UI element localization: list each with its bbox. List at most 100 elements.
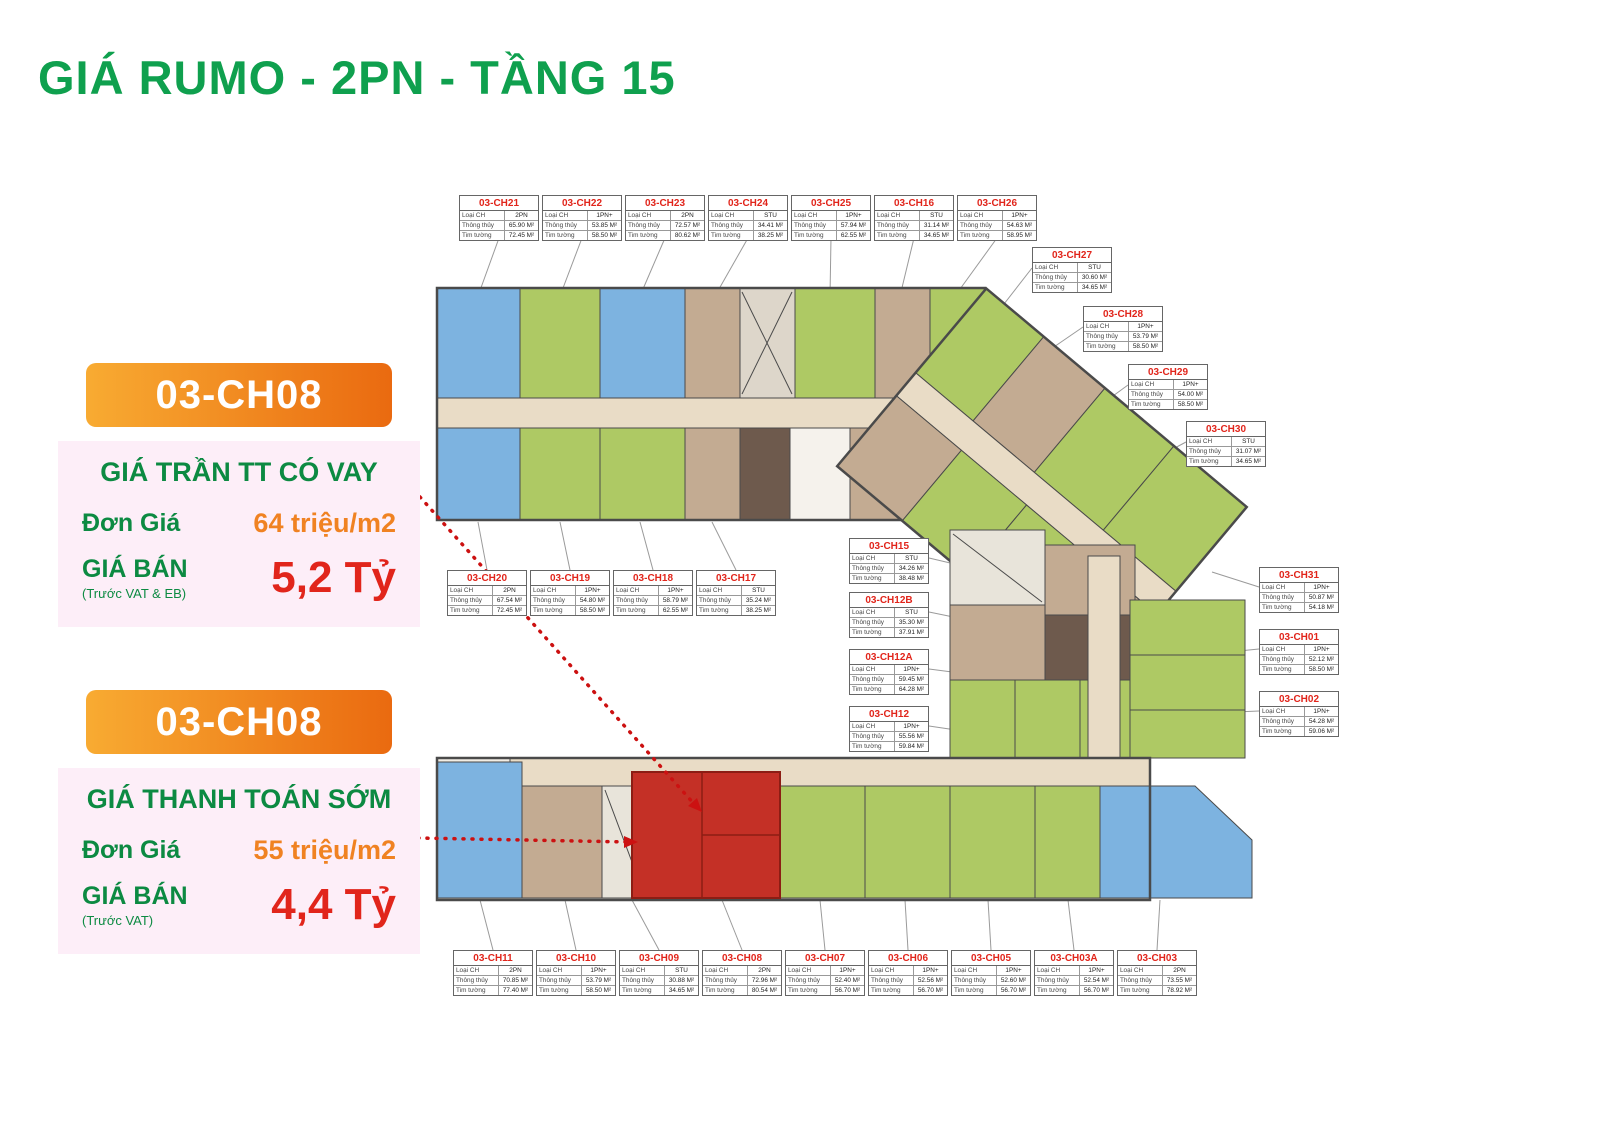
field-key: Loại CH [1129, 380, 1174, 389]
unit-name: 03-CH28 [1084, 307, 1162, 322]
field-value: 52.60 M² [1000, 977, 1027, 984]
field-key: Tim tường [850, 628, 895, 637]
field-key: Tim tường [1084, 342, 1129, 351]
field-value: 38.25 M² [745, 607, 772, 614]
field-value: 80.54 M² [751, 987, 778, 994]
unit-name: 03-CH09 [620, 951, 698, 966]
field-value: 34.65 M² [1081, 284, 1108, 291]
gia-ban-label: GIÁ BÁN [82, 882, 188, 910]
field-value: 1PN+ [1313, 708, 1330, 715]
field-key: Tim tường [1260, 727, 1305, 736]
field-value: 34.65 M² [1235, 458, 1262, 465]
field-key: Thông thủy [958, 221, 1003, 230]
field-value: 62.55 M² [662, 607, 689, 614]
field-key: Loại CH [1035, 966, 1080, 975]
field-value: 73.55 M² [1166, 977, 1193, 984]
don-gia-value: 64 triệu/m2 [253, 508, 396, 538]
field-key: Tim tường [786, 986, 831, 995]
field-value: 1PN+ [584, 587, 601, 594]
gia-ban-row: GIÁ BÁN (Trước VAT) 4,4 Tỷ [82, 880, 396, 930]
field-value: 35.30 M² [898, 619, 925, 626]
field-value: 37.91 M² [898, 629, 925, 636]
field-key: Loại CH [620, 966, 665, 975]
unit-name: 03-CH25 [792, 196, 870, 211]
field-key: Loại CH [850, 722, 895, 731]
field-key: Thông thủy [448, 596, 493, 605]
promo-body: GIÁ THANH TOÁN SỚM Đơn Giá 55 triệu/m2 G… [58, 768, 420, 954]
field-value: 1PN+ [1011, 212, 1028, 219]
field-key: Tim tường [869, 986, 914, 995]
field-key: Loại CH [454, 966, 499, 975]
field-key: Loại CH [1084, 322, 1129, 331]
field-value: 52.56 M² [917, 977, 944, 984]
field-value: 2PN [681, 212, 694, 219]
field-key: Thông thủy [786, 976, 831, 985]
field-value: 2PN [758, 967, 771, 974]
field-value: 58.50 M² [585, 987, 612, 994]
field-key: Loại CH [786, 966, 831, 975]
field-value: 1PN+ [903, 723, 920, 730]
field-key: Tim tường [614, 606, 659, 615]
field-value: 54.63 M² [1006, 222, 1033, 229]
field-key: Tim tường [703, 986, 748, 995]
field-key: Tim tường [454, 986, 499, 995]
unit-name: 03-CH05 [952, 951, 1030, 966]
field-value: 52.54 M² [1083, 977, 1110, 984]
field-value: 57.94 M² [840, 222, 867, 229]
field-key: Thông thủy [620, 976, 665, 985]
field-value: 34.41 M² [757, 222, 784, 229]
field-key: Tim tường [460, 231, 505, 240]
field-value: 53.79 M² [585, 977, 612, 984]
field-value: 72.45 M² [496, 607, 523, 614]
field-value: 1PN+ [839, 967, 856, 974]
unit-name: 03-CH02 [1260, 692, 1338, 707]
unit-name: 03-CH10 [537, 951, 615, 966]
field-key: Thông thủy [850, 732, 895, 741]
field-value: 58.50 M² [1308, 666, 1335, 673]
field-value: 56.70 M² [834, 987, 861, 994]
field-value: STU [1242, 438, 1255, 445]
field-value: 53.79 M² [1132, 333, 1159, 340]
field-value: STU [905, 555, 918, 562]
field-key: Thông thủy [1084, 332, 1129, 341]
field-key: Thông thủy [1118, 976, 1163, 985]
field-value: 58.50 M² [1177, 401, 1204, 408]
unit-03-CH08-highlight[interactable] [631, 771, 781, 899]
don-gia-value: 55 triệu/m2 [253, 835, 396, 865]
field-value: 55.56 M² [898, 733, 925, 740]
field-value: STU [905, 609, 918, 616]
field-value: 58.50 M² [1132, 343, 1159, 350]
field-value: 54.00 M² [1177, 391, 1204, 398]
